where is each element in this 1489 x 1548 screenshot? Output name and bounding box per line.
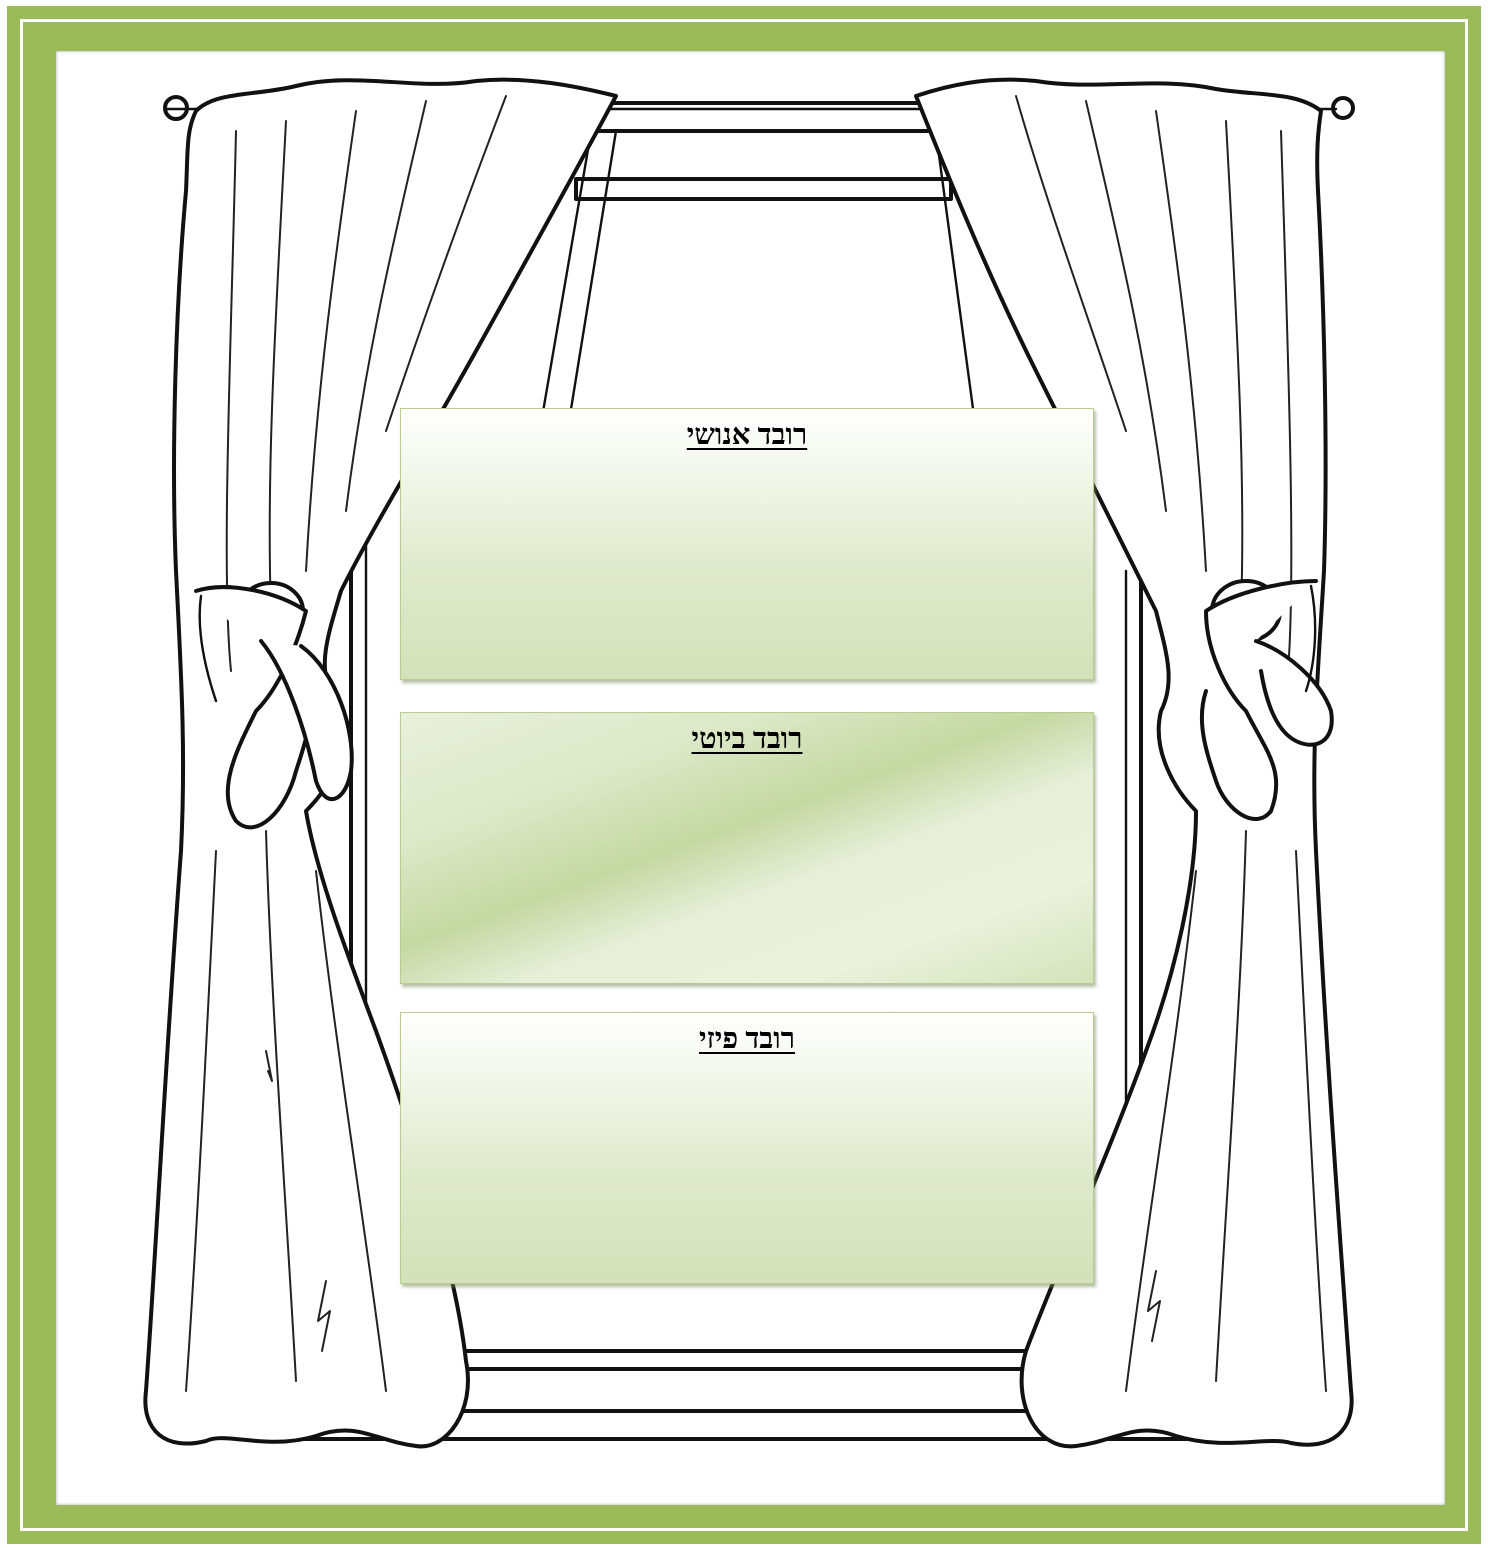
physical-layer-box[interactable]: רובד פיזי: [400, 1012, 1094, 1284]
human-layer-title: רובד אנושי: [401, 419, 1093, 452]
biotic-layer-box[interactable]: רובד ביוטי: [400, 712, 1094, 984]
human-layer-box[interactable]: רובד אנושי: [400, 408, 1094, 680]
physical-layer-title: רובד פיזי: [401, 1023, 1093, 1056]
biotic-layer-title: רובד ביוטי: [401, 723, 1093, 756]
